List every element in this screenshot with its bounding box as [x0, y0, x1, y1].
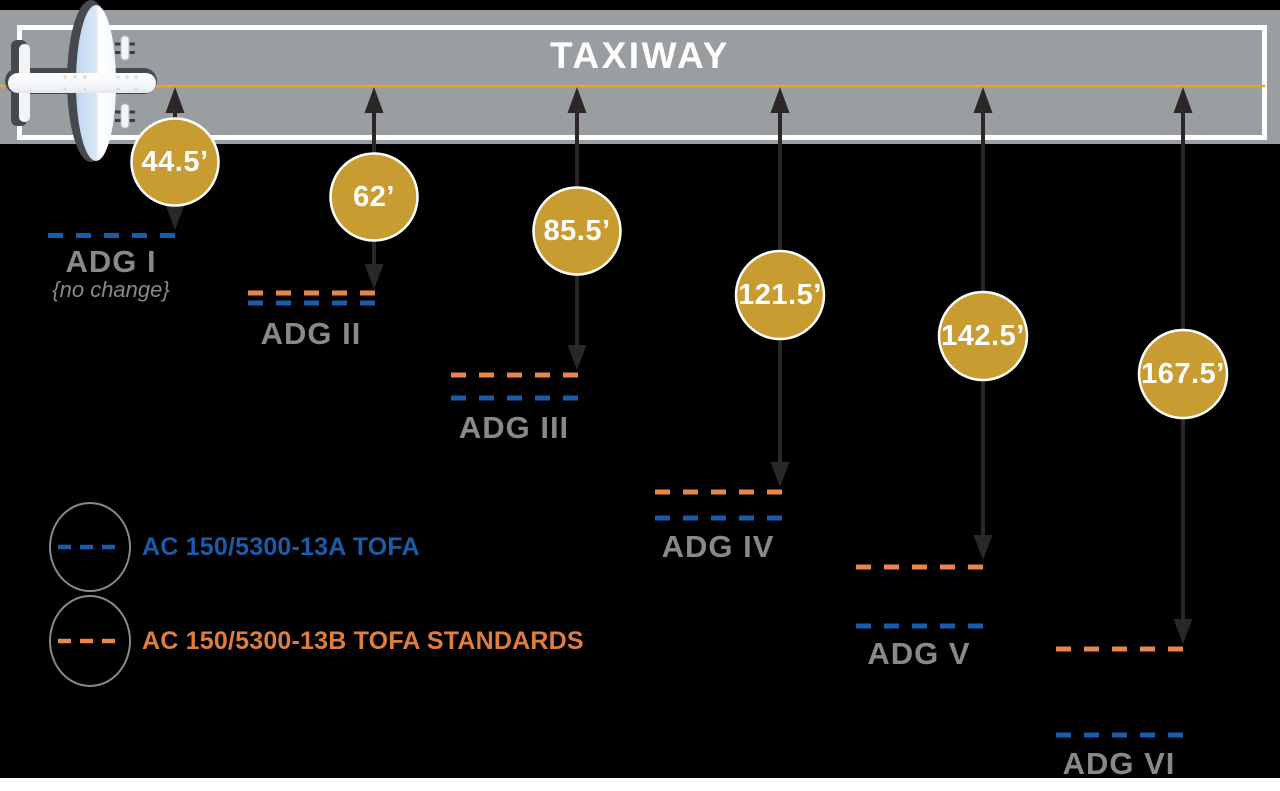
adg-label-3: ADG III — [458, 410, 570, 445]
distance-badge-label-adg-2: 62’ — [353, 181, 395, 213]
airplane-engine-top — [115, 35, 135, 61]
airplane-engine-bottom — [115, 103, 135, 129]
airplane-fuselage — [8, 73, 156, 93]
distance-badge-adg-5 — [937, 290, 1029, 382]
taxiway-label: TAXIWAY — [550, 35, 730, 76]
distance-badge-adg-4 — [734, 249, 826, 341]
taxiway-band — [0, 10, 1280, 144]
legend-label-13b: AC 150/5300-13B TOFA STANDARDS — [142, 627, 584, 655]
distance-badge-adg-1 — [130, 117, 220, 207]
adg-label-1: ADG I — [65, 244, 157, 279]
bottom-strip — [0, 778, 1280, 791]
legend-swatch-circle-13b — [49, 595, 131, 687]
adg-sublabel-1: {no change} — [52, 277, 170, 302]
distance-badge-adg-3 — [532, 186, 622, 276]
distance-badge-label-adg-5: 142.5’ — [941, 320, 1025, 352]
adg-label-5: ADG V — [867, 636, 971, 671]
legend-swatch-circle-13a — [49, 502, 131, 592]
airplane-windows — [63, 75, 138, 91]
distance-badge-label-adg-6: 167.5’ — [1141, 358, 1225, 390]
distance-badge-label-adg-1: 44.5’ — [141, 146, 209, 178]
adg-label-6: ADG VI — [1062, 746, 1176, 781]
legend-label-13a: AC 150/5300-13A TOFA — [142, 533, 420, 561]
distance-badge-label-adg-4: 121.5’ — [738, 279, 822, 311]
adg-label-2: ADG II — [260, 316, 362, 351]
airplane-icon — [5, 0, 157, 162]
distance-badge-adg-2 — [329, 152, 419, 242]
distance-badge-label-adg-3: 85.5’ — [543, 215, 611, 247]
adg-label-4: ADG IV — [661, 529, 775, 564]
distance-badge-adg-6 — [1137, 328, 1229, 420]
